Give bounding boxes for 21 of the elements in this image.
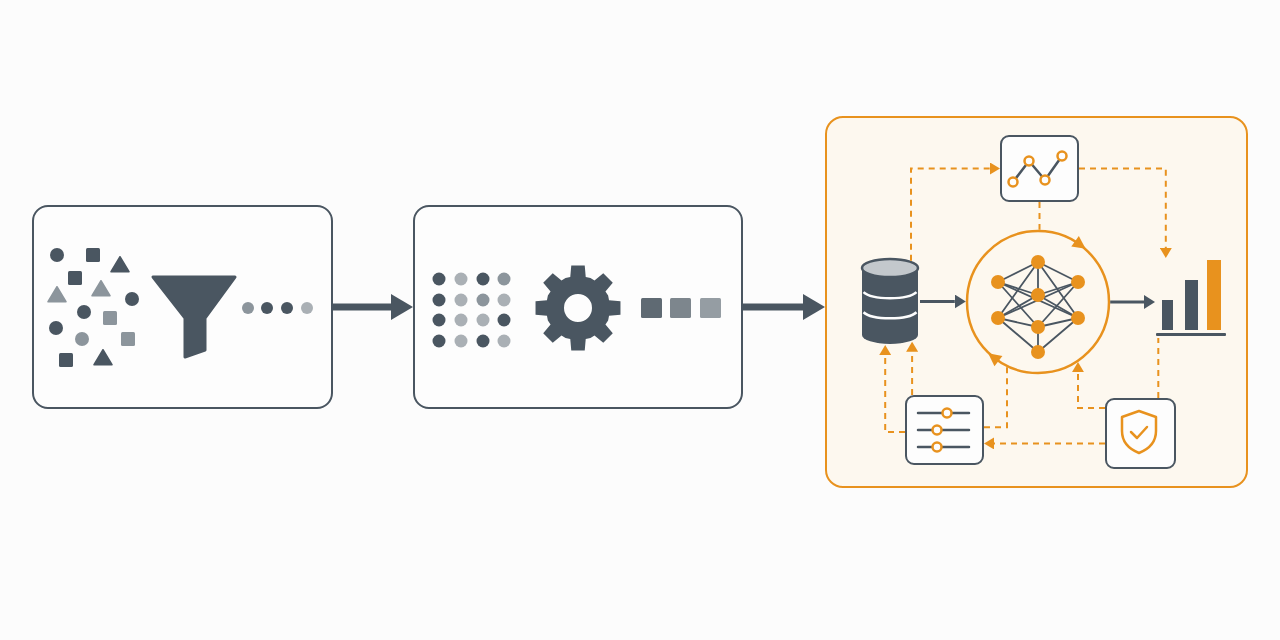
- dashed-arrow: [1072, 362, 1106, 409]
- icon-card: [904, 394, 984, 465]
- dashed-arrow: [1078, 167, 1172, 258]
- dashed-line: [1157, 337, 1160, 399]
- process-box: [32, 205, 333, 409]
- database-icon: [859, 256, 920, 346]
- arrow: [1110, 295, 1155, 309]
- dashed-line: [983, 366, 1008, 429]
- dashed-line: [1038, 201, 1041, 231]
- highlight-panel: [825, 116, 1248, 488]
- dashed-arrow: [879, 345, 906, 434]
- dashed-arrow: [984, 437, 1106, 450]
- process-box: [413, 205, 743, 409]
- arrow: [920, 294, 966, 309]
- arrow: [333, 294, 413, 320]
- dashed-arrow: [906, 341, 919, 396]
- bar-chart-icon: [1154, 257, 1227, 338]
- icon-card: [1104, 397, 1176, 469]
- icon-card: [999, 134, 1079, 202]
- arrow: [743, 294, 825, 320]
- dashed-arrow: [910, 162, 1000, 262]
